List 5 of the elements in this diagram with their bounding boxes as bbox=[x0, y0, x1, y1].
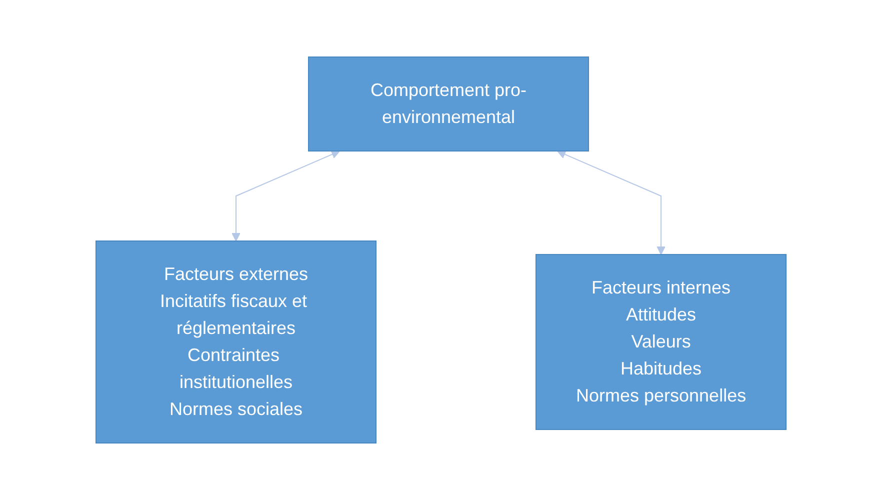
node-box: Facteurs externes Incitatifs fiscaux et réglementaires Contraintes institutionelles Normes sociales bbox=[95, 240, 376, 444]
node-box: Facteurs internes Attitudes Valeurs Habitudes Normes personnelles bbox=[535, 254, 787, 430]
node-box: Comportement pro-environnemental bbox=[308, 56, 589, 152]
arrow bbox=[557, 150, 666, 255]
arrow bbox=[232, 150, 340, 242]
